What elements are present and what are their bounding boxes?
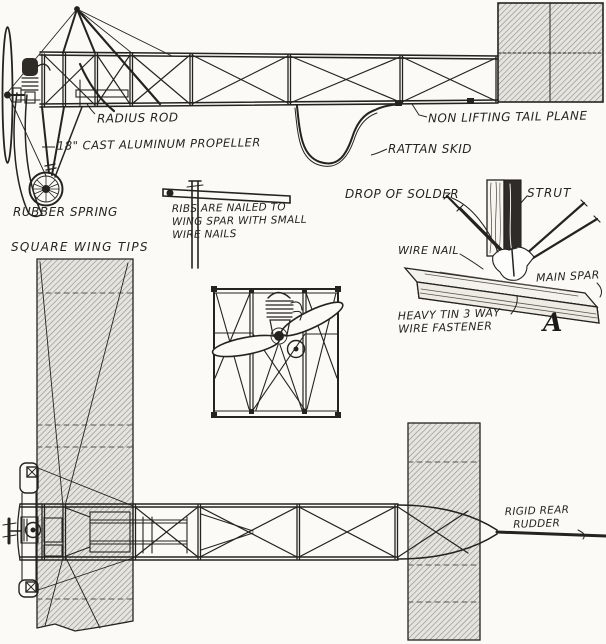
top-fuselage-posts — [41, 504, 399, 560]
tail-plane-hatched — [497, 2, 604, 103]
front-view-drawing — [211, 286, 344, 418]
front-bay-details — [15, 79, 129, 108]
rudder-stick-line — [495, 530, 606, 538]
front-outrigger-frame — [18, 462, 39, 598]
tin-fastener — [492, 246, 535, 281]
rudder-assembly — [397, 504, 606, 560]
cabane-and-wires — [7, 6, 173, 113]
engine-front — [265, 291, 306, 359]
strut-joint-detail — [403, 179, 602, 324]
fuselage-rails — [39, 51, 499, 108]
engine-side — [21, 58, 51, 104]
top-view-drawing — [2, 258, 606, 641]
tail-panel-hatched — [407, 422, 481, 641]
landing-gear-wheel — [7, 92, 83, 218]
propeller-side — [1, 26, 25, 164]
propeller-front — [211, 301, 344, 358]
corner-fittings — [211, 286, 341, 418]
wing-bracing-wires — [37, 261, 134, 629]
top-fuselage-rails — [16, 503, 399, 561]
label-leaders — [42, 103, 428, 156]
main-spar-beam — [403, 267, 600, 324]
side-view-drawing — [1, 2, 604, 218]
motor-bed-details — [43, 507, 254, 557]
rattan-skid-curve — [294, 98, 474, 167]
top-x-braces — [134, 506, 469, 558]
wing-panel-hatched — [36, 258, 134, 632]
rib-nailing-detail — [162, 180, 291, 269]
detail-leaders — [451, 195, 602, 315]
strut-post — [486, 179, 522, 257]
fuselage-posts — [41, 52, 497, 107]
engine-top-view — [2, 516, 42, 545]
